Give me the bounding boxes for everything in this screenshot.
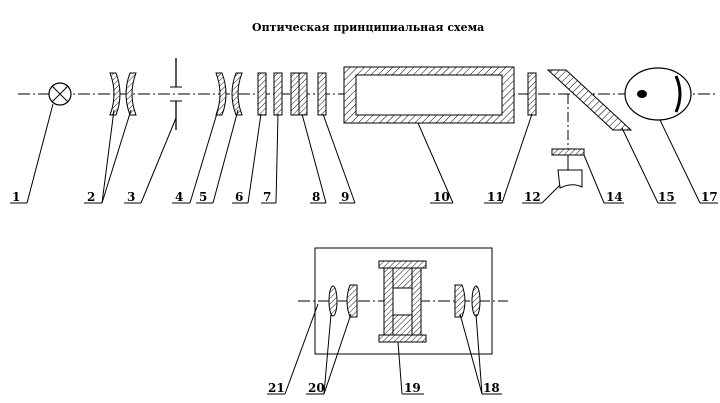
label-11: 11 xyxy=(487,190,504,204)
cuvette-19 xyxy=(378,260,427,343)
label-18: 18 xyxy=(483,381,500,395)
callout-20: 20 xyxy=(306,313,352,395)
callout-5: 5 xyxy=(196,109,239,204)
beam-splitter-15 xyxy=(546,69,633,131)
lens-4 xyxy=(215,72,227,116)
label-17: 17 xyxy=(701,190,718,204)
eyepiece-17 xyxy=(624,67,692,121)
lens-pair-20 xyxy=(328,284,358,318)
cuvette-10 xyxy=(343,66,515,124)
label-6: 6 xyxy=(235,190,243,204)
callout-2: 2 xyxy=(84,109,132,204)
filter-9 xyxy=(317,72,327,116)
lens-pair-18 xyxy=(454,284,481,318)
condenser-lens-2 xyxy=(109,72,137,116)
label-2: 2 xyxy=(87,190,95,204)
label-8: 8 xyxy=(312,190,320,204)
callout-19: 19 xyxy=(397,341,424,395)
lamp-1 xyxy=(48,82,72,106)
callout-7: 7 xyxy=(261,113,279,204)
label-3: 3 xyxy=(127,190,135,204)
callout-8: 8 xyxy=(301,113,327,204)
label-4: 4 xyxy=(175,190,183,204)
filter-6 xyxy=(257,72,267,116)
callout-6: 6 xyxy=(232,113,262,204)
label-12: 12 xyxy=(524,190,541,204)
filter-7 xyxy=(273,72,283,116)
label-7: 7 xyxy=(263,190,271,204)
callout-11: 11 xyxy=(484,113,533,204)
callout-10: 10 xyxy=(417,122,454,204)
callout-15: 15 xyxy=(621,127,676,204)
callout-17: 17 xyxy=(659,119,718,204)
callout-4: 4 xyxy=(172,109,219,204)
callout-18: 18 xyxy=(459,313,502,395)
photodetector-12 xyxy=(557,155,583,189)
label-5: 5 xyxy=(199,190,207,204)
label-10: 10 xyxy=(433,190,450,204)
label-14: 14 xyxy=(606,190,623,204)
diagram-title: Оптическая принципиальная схема xyxy=(252,21,484,34)
label-19: 19 xyxy=(404,381,421,395)
label-21: 21 xyxy=(268,381,285,395)
plate-14 xyxy=(551,148,585,156)
callout-1: 1 xyxy=(10,103,54,204)
callout-9: 9 xyxy=(322,113,356,204)
callout-12: 12 xyxy=(522,184,561,204)
plate-11 xyxy=(527,72,537,116)
callout-14: 14 xyxy=(583,154,624,204)
label-15: 15 xyxy=(658,190,675,204)
callout-3: 3 xyxy=(124,117,177,204)
filter-8a xyxy=(290,72,300,116)
label-9: 9 xyxy=(341,190,349,204)
diaphragm-3 xyxy=(170,58,182,130)
label-20: 20 xyxy=(308,381,325,395)
filter-8b xyxy=(298,72,308,116)
callout-21: 21 xyxy=(267,303,319,395)
lens-5 xyxy=(231,72,243,116)
label-1: 1 xyxy=(12,190,20,204)
